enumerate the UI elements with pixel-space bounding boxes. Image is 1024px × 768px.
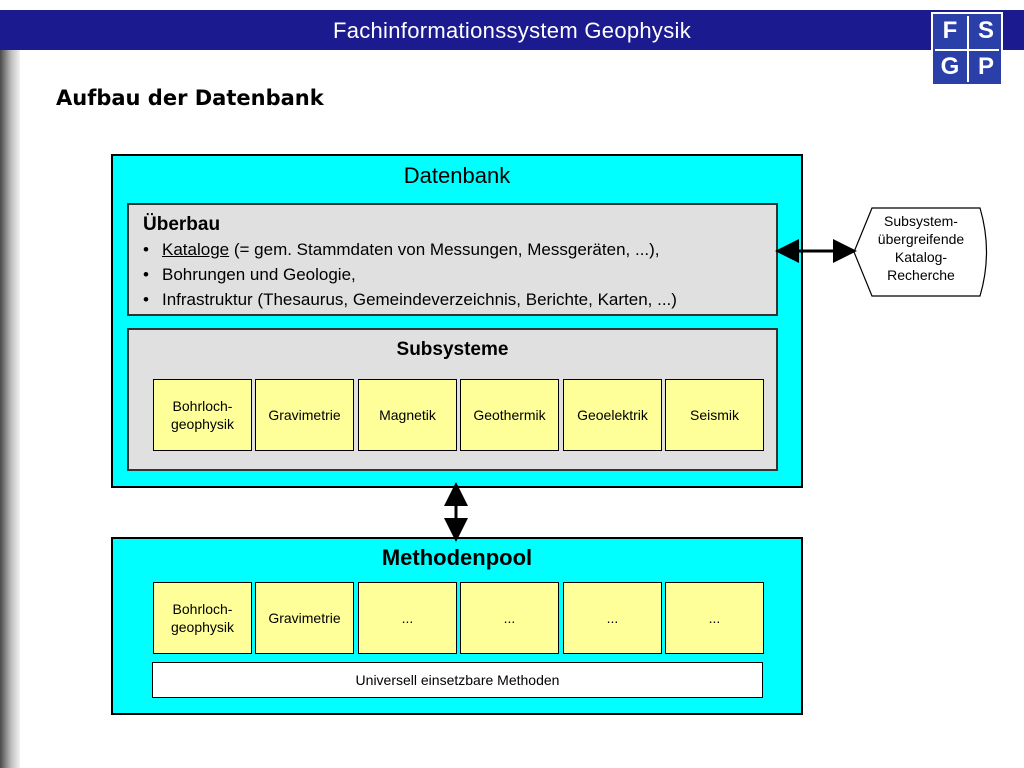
ueberbau-item: •Bohrungen und Geologie, xyxy=(143,265,356,284)
universal-methods-box: Universell einsetzbare Methoden xyxy=(152,662,763,698)
logo-letter: P xyxy=(977,53,994,80)
method-box: Bohrloch- geophysik xyxy=(153,582,252,654)
logo-letter: F xyxy=(942,17,958,44)
callout-shape xyxy=(853,207,988,297)
subsystem-box: Geothermik xyxy=(460,379,559,451)
ueberbau-item: •Kataloge (= gem. Stammdaten von Messung… xyxy=(143,240,660,259)
ueberbau-item: •Infrastruktur (Thesaurus, Gemeindeverze… xyxy=(143,290,677,309)
ueberbau-panel xyxy=(127,203,778,316)
method-box: Gravimetrie xyxy=(255,582,354,654)
method-box: ... xyxy=(460,582,559,654)
method-box: ... xyxy=(563,582,662,654)
logo-letter: S xyxy=(977,17,994,44)
method-box: ... xyxy=(358,582,457,654)
subsysteme-title: Subsysteme xyxy=(396,339,509,360)
ueberbau-title: Überbau xyxy=(143,214,221,235)
method-box: ... xyxy=(665,582,764,654)
fisgp-logo: F S G P xyxy=(931,12,1003,86)
methodenpool-title: Methodenpool xyxy=(381,545,533,570)
left-gradient-strip xyxy=(0,30,20,768)
callout-text: Subsystem- übergreifende Katalog- Recher… xyxy=(877,213,965,283)
logo-letter: G xyxy=(940,53,960,80)
datenbank-title: Datenbank xyxy=(403,163,511,188)
subsystem-box: Geoelektrik xyxy=(563,379,662,451)
subsystem-box: Gravimetrie xyxy=(255,379,354,451)
subsystem-box: Seismik xyxy=(665,379,764,451)
subsystem-box: Magnetik xyxy=(358,379,457,451)
subsystem-box: Bohrloch- geophysik xyxy=(153,379,252,451)
page-title: Aufbau der Datenbank xyxy=(56,86,324,110)
header-bar xyxy=(0,10,1024,50)
header-title: Fachinformationssystem Geophysik xyxy=(332,18,692,43)
